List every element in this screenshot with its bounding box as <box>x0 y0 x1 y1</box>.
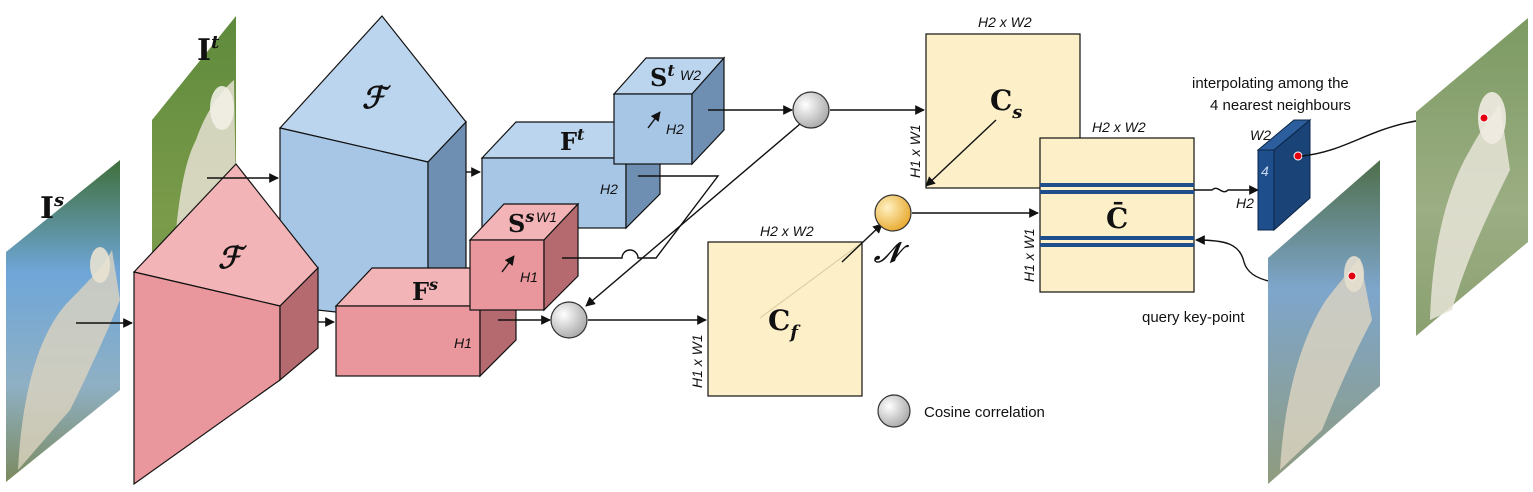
source-semantic-height: H1 <box>520 269 538 285</box>
cbar-matrix <box>1039 137 1195 293</box>
target-image-label: It <box>197 32 220 68</box>
cs-side-dims: H1 x W1 <box>907 124 923 178</box>
target-semantic-box <box>612 56 726 166</box>
cbar-source-row-1 <box>1040 236 1194 240</box>
source-semantic-label: Ss <box>508 207 534 238</box>
cf-top-dims: H2 x W2 <box>760 223 814 239</box>
cbar-side-dims: H1 x W1 <box>1021 228 1037 282</box>
target-semantic-label: St <box>650 61 675 92</box>
interp-note-line-1: interpolating among the <box>1192 75 1349 92</box>
cosine-correlation-node-top <box>792 91 830 129</box>
cs-top-dims: H2 x W2 <box>978 14 1032 30</box>
source-network-block <box>132 163 319 486</box>
target-keypoint <box>1479 113 1489 123</box>
source-feature-label: Fs <box>412 275 438 306</box>
cbar-top-dims: H2 x W2 <box>1092 119 1146 135</box>
wire-source-semantic-to-correlation <box>562 175 720 259</box>
n-operator-label: 𝒩 <box>873 236 910 269</box>
arrow-source-feature-to-semantic <box>501 255 515 273</box>
output-height: H2 <box>1236 195 1254 211</box>
cosine-correlation-node-bottom <box>550 301 588 339</box>
cbar-target-row-2 <box>1040 190 1194 194</box>
arrow-target-feature-to-semantic <box>647 111 661 129</box>
output-volume <box>1256 118 1312 232</box>
target-semantic-height: H2 <box>666 121 684 137</box>
arrow-cs-to-n <box>925 119 997 187</box>
cbar-target-row-1 <box>1040 183 1194 187</box>
query-keypoint <box>1347 271 1357 281</box>
source-image-panel <box>6 160 120 482</box>
cf-side-dims: H1 x W1 <box>689 334 705 388</box>
output-match-point <box>1293 151 1303 161</box>
legend-cosine-label: Cosine correlation <box>924 404 1045 421</box>
legend-cosine-icon <box>877 394 911 428</box>
target-semantic-width: W2 <box>680 67 701 83</box>
source-feature-height: H1 <box>454 335 472 351</box>
arrow-cf-to-n <box>841 223 883 263</box>
cbar-label: C̄ <box>1106 201 1128 235</box>
target-feature-label: Ft <box>560 125 585 156</box>
arrow-cbar-to-output <box>1194 185 1259 195</box>
neighbourhood-consensus-node <box>874 194 912 232</box>
cf-diagonal <box>759 243 861 319</box>
cf-matrix <box>707 241 863 397</box>
source-semantic-box <box>468 202 580 312</box>
source-semantic-width: W1 <box>536 209 557 225</box>
right-target-image-panel <box>1416 18 1528 336</box>
source-image-label: Is <box>40 190 64 226</box>
query-note: query key-point <box>1142 309 1245 326</box>
interp-note-line-2: 4 nearest neighbours <box>1210 97 1351 114</box>
cbar-source-row-2 <box>1040 243 1194 247</box>
output-width: W2 <box>1250 127 1271 143</box>
arrow-top-correlation-to-bottom <box>585 123 801 307</box>
output-neighbour-count: 4 <box>1261 163 1269 179</box>
target-feature-height: H2 <box>600 181 618 197</box>
cs-label: Cs <box>990 84 1022 123</box>
